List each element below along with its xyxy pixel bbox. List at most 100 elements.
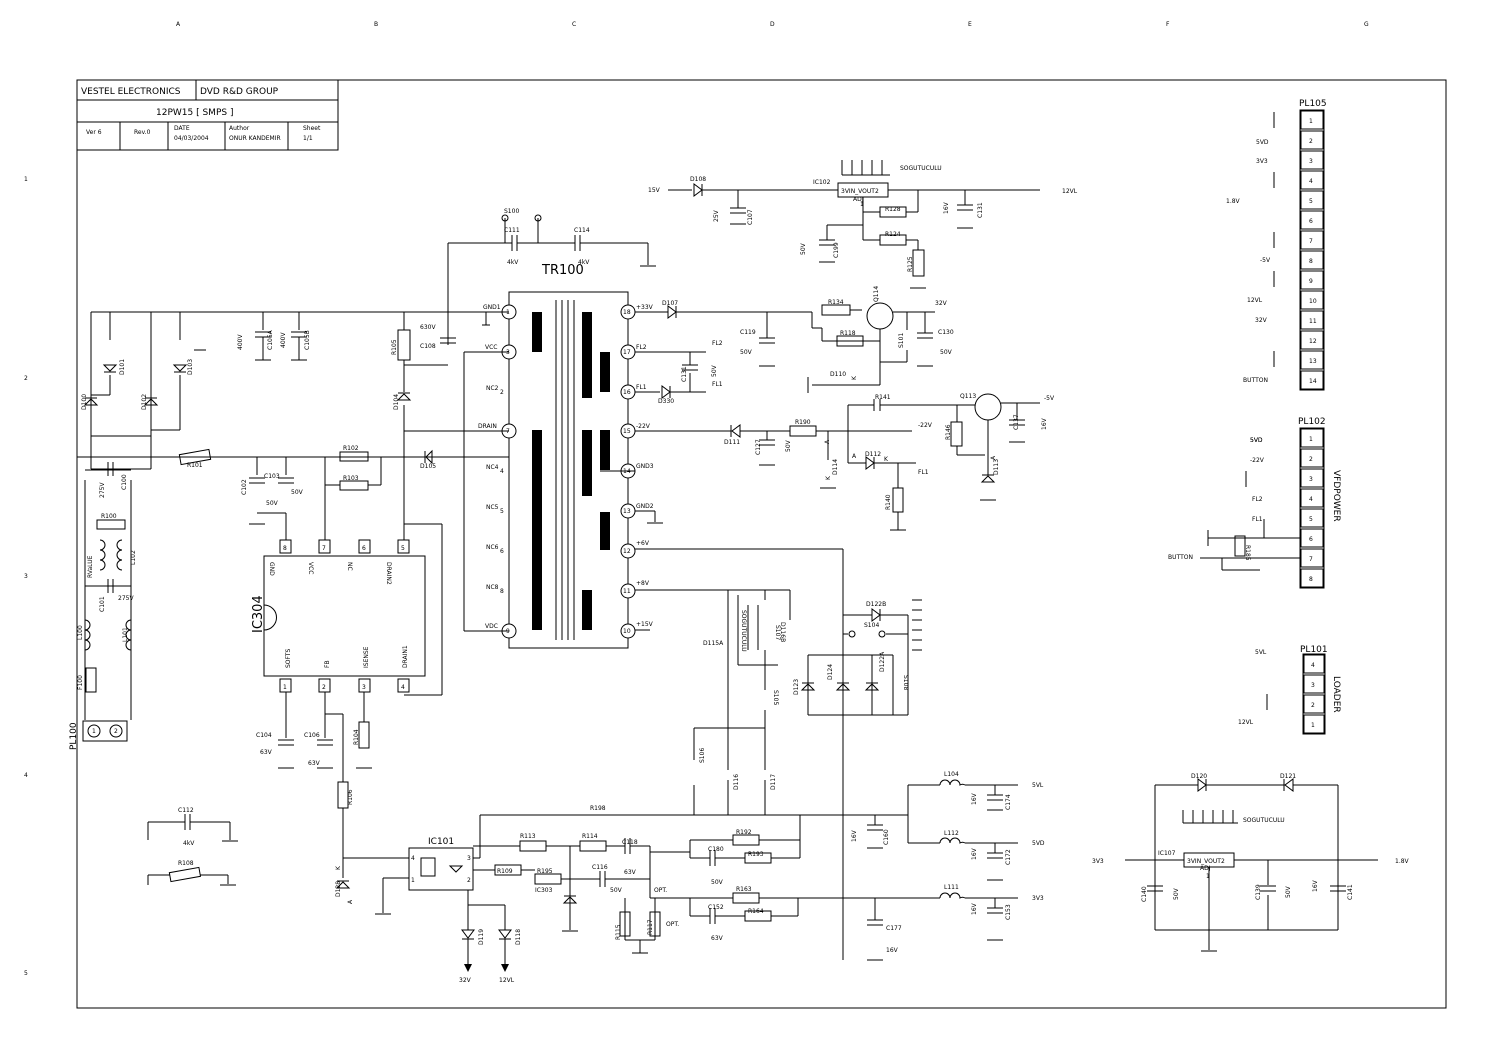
label-d102: D102 (141, 394, 148, 410)
pl105-sig-12vl: 12VL (1247, 297, 1263, 304)
svg-text:VCC: VCC (485, 344, 497, 351)
label-c131: C131 (977, 202, 984, 218)
label-d111: D111 (724, 439, 740, 446)
ic102-sub: ADJ (853, 196, 864, 203)
label-d116: D116 (733, 774, 740, 790)
date-label: DATE (174, 125, 190, 132)
date-value: 04/03/2004 (174, 135, 209, 142)
pl105-pin-8: 8 (1309, 258, 1313, 265)
label-32v: 32V (459, 977, 472, 984)
label-50v: 50V (1173, 887, 1180, 900)
label-c100: C100 (121, 474, 128, 490)
svg-text:4: 4 (500, 468, 504, 475)
svg-text:10: 10 (623, 628, 631, 635)
label-r108: R108 (178, 860, 194, 867)
label-k: K (884, 456, 889, 463)
border-row-labels: 1 2 3 4 5 (24, 176, 28, 977)
label-50v: 50V (711, 879, 724, 886)
ic304-name: IC304 (251, 595, 266, 633)
resistor-r103 (339, 480, 369, 491)
label-d114: D114 (832, 459, 839, 475)
pl102-pin-6: 6 (1309, 536, 1313, 543)
label-12vl: 12VL (499, 977, 515, 984)
svg-text:FL1: FL1 (1252, 516, 1263, 523)
col-label-g: G (1364, 21, 1369, 28)
label-50v: 50V (940, 349, 953, 356)
label-4kv: 4kV (507, 259, 519, 266)
label-r118: R118 (840, 330, 856, 337)
label-16v: 16V (886, 947, 899, 954)
label-rvalue: RVaLUE (87, 555, 94, 578)
label-fl1: FL1 (918, 469, 929, 476)
label-a: A (990, 455, 997, 460)
label-r100: R100 (101, 513, 117, 520)
resistor-r101 (178, 448, 212, 466)
pl102-pin-1: 1 (1309, 436, 1313, 443)
label-s106: S106 (699, 748, 706, 763)
diode-d103 (172, 364, 188, 372)
label-d121: D121 (1280, 773, 1296, 780)
label-d107: D107 (662, 300, 678, 307)
label-c104: C104 (256, 732, 272, 739)
resistor-r105 (397, 329, 411, 361)
pl105-sig-button: BUTTON (1243, 377, 1268, 384)
pl101-pin-1: 1 (1311, 722, 1315, 729)
label-16v: 16V (971, 847, 978, 860)
label-l111: L111 (944, 884, 959, 891)
label-c153: C153 (1005, 904, 1012, 920)
svg-text:15: 15 (623, 428, 631, 435)
drawing-title: 12PW15 [ SMPS ] (156, 108, 233, 118)
label-25v: 25V (713, 209, 720, 222)
inductor-l101 (125, 619, 132, 651)
shunt-ic303 (562, 896, 578, 904)
pl102-pin-4: 4 (1309, 496, 1313, 503)
svg-text:1: 1 (283, 684, 287, 691)
ic304: IC304 8 7 6 5 GND VCC NC DRAIN2 1 2 3 4 … (251, 539, 426, 693)
svg-text:5: 5 (500, 508, 504, 515)
row-label-3: 3 (24, 573, 28, 580)
label-c107: C107 (747, 209, 754, 225)
author-label: Author (229, 125, 250, 132)
pl100-name: PL100 (69, 722, 79, 750)
label-32v: 32V (935, 300, 948, 307)
pl102-pin-8: 8 (1309, 576, 1313, 583)
label-d108: D108 (690, 176, 706, 183)
author-value: ONUR KANDEMIR (229, 135, 281, 142)
label-c102: C102 (241, 479, 248, 495)
svg-text:FL2: FL2 (636, 344, 647, 351)
label-c114: C114 (574, 227, 590, 234)
ic102-label: 3VIN_VOUT2 (841, 188, 879, 195)
pl105-sig-m5v: -5V (1260, 257, 1271, 264)
label-r115: R115 (615, 924, 622, 940)
label-400v: 400V (237, 334, 244, 350)
label-c180: C180 (708, 846, 724, 853)
label-275v: 275V (99, 482, 106, 498)
svg-text:FL2: FL2 (1252, 496, 1263, 503)
label-16v: 16V (943, 201, 950, 214)
svg-text:7: 7 (322, 545, 326, 552)
label-r124: R124 (885, 231, 901, 238)
ic102-name: IC102 (813, 179, 831, 186)
svg-text:12: 12 (623, 548, 631, 555)
label-s100: S100 (504, 208, 519, 215)
transistor-q113 (974, 393, 1002, 421)
label-r192: R192 (736, 829, 752, 836)
label-c137: C137 (1013, 414, 1020, 430)
label-sogutuculu: SOGUTUCULU (900, 165, 942, 172)
svg-text:DRAIN2: DRAIN2 (385, 562, 392, 585)
label-50v: 50V (266, 500, 279, 507)
pl105-pin-1: 1 (1309, 118, 1313, 125)
title-block: VESTEL ELECTRONICS DVD R&D GROUP 12PW15 … (76, 79, 339, 151)
label-l101: L101 (122, 627, 129, 642)
label-63v: 63V (260, 749, 273, 756)
svg-text:FB: FB (324, 660, 331, 668)
label-r141: R141 (875, 394, 891, 401)
label-d118: D118 (515, 929, 522, 945)
pl105-pin-2: 2 (1309, 138, 1313, 145)
label-d103: D103 (187, 359, 194, 375)
label-c139: C139 (1255, 884, 1262, 900)
label-r140: R140 (885, 494, 892, 510)
svg-text:-22V: -22V (636, 423, 651, 430)
